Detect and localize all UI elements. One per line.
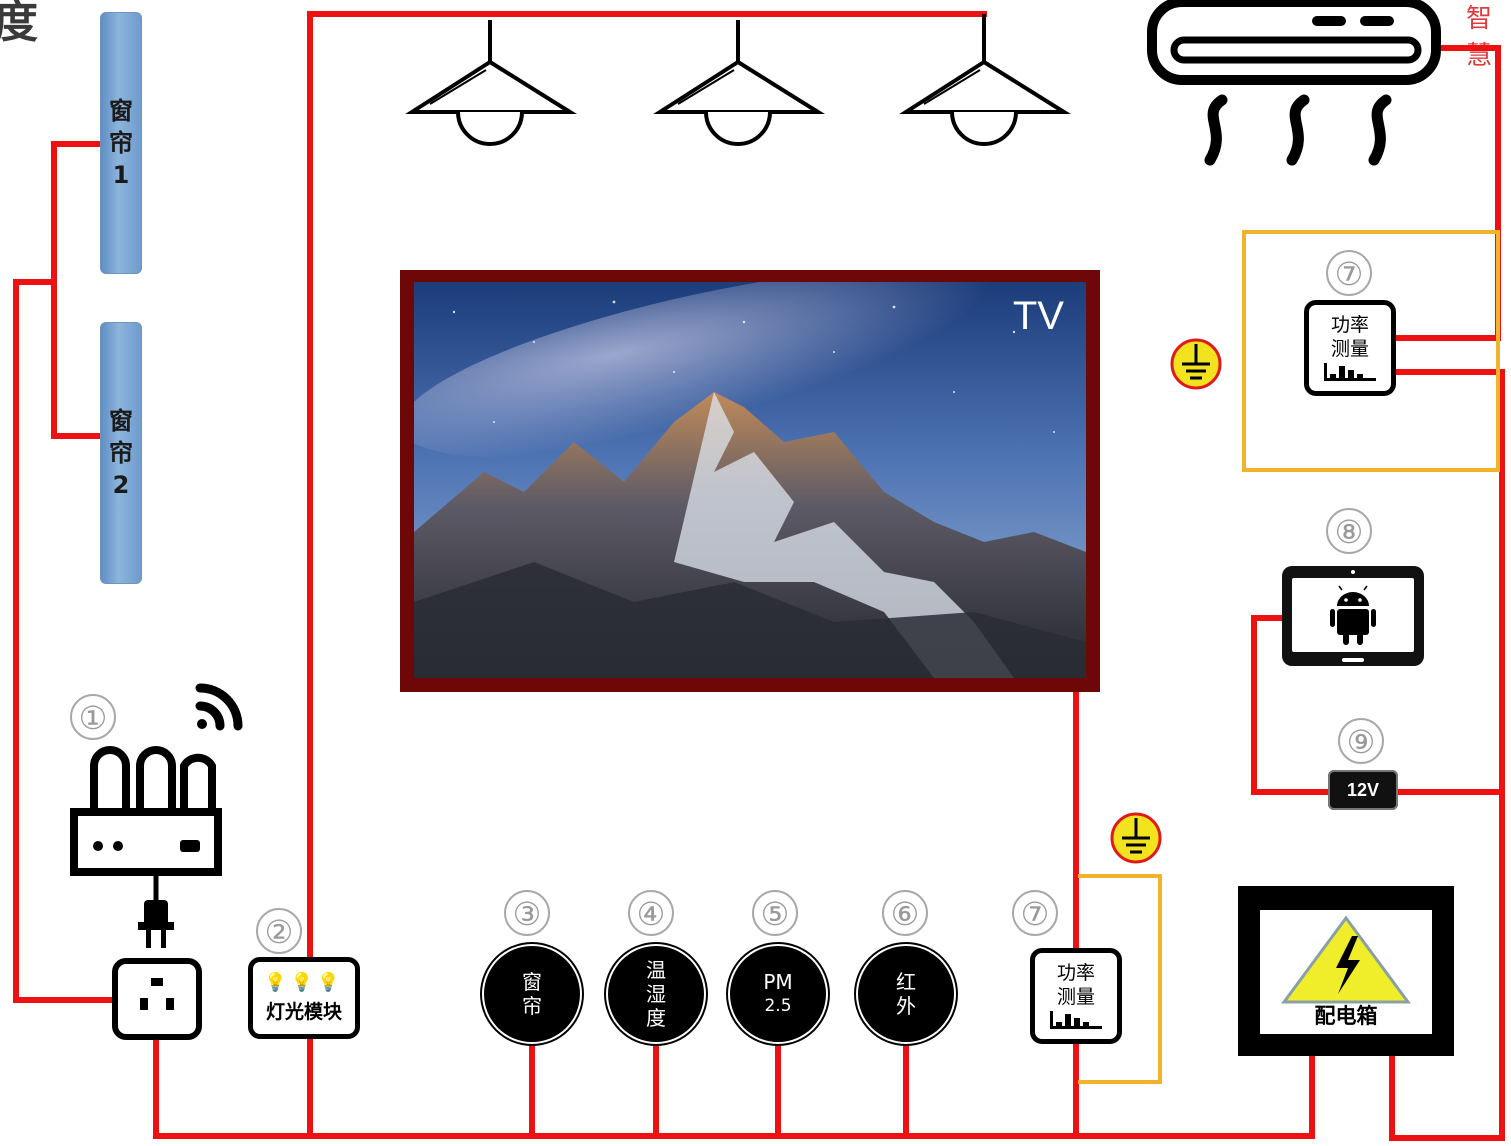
wifi-icon bbox=[195, 683, 243, 731]
light-module-label: 灯光模块 bbox=[265, 1001, 342, 1023]
bar-chart-icon bbox=[1050, 1011, 1102, 1029]
android-icon bbox=[1330, 570, 1376, 662]
sensor-curtain: 窗 帘 bbox=[484, 946, 580, 1042]
power-meter-label: 功率 bbox=[1056, 962, 1095, 984]
number-marker-7-bottom: ⑦ bbox=[1012, 890, 1058, 936]
power-meter-label: 测量 bbox=[1330, 338, 1369, 360]
sensor-pm25: PM 2.5 bbox=[730, 946, 826, 1042]
sensor-label: 温 bbox=[646, 958, 666, 982]
curtain-panel-1: 窗 帘 1 bbox=[100, 12, 142, 274]
number-marker-8: ⑧ bbox=[1326, 508, 1372, 554]
wire-bottom-bus bbox=[153, 1037, 1315, 1139]
tv-label: TV bbox=[1012, 294, 1064, 338]
sensor-infrared: 红 外 bbox=[858, 946, 954, 1042]
sensor-label: 红 bbox=[896, 970, 916, 994]
curtain-label-char: 帘 bbox=[109, 129, 133, 157]
ceiling-lamp-icon bbox=[653, 20, 825, 146]
number-marker-2: ② bbox=[256, 908, 302, 954]
router-icon bbox=[70, 746, 222, 876]
number-marker-1: ① bbox=[70, 694, 116, 740]
sensor-label: 度 bbox=[646, 1006, 666, 1030]
curtain-panel-2: 窗 帘 2 bbox=[100, 322, 142, 584]
sensor-temperature-humidity: 温 湿 度 bbox=[608, 946, 704, 1042]
lightning-warning-icon bbox=[1281, 915, 1411, 1004]
ground-icon bbox=[1170, 338, 1222, 390]
wire-tablet bbox=[1251, 615, 1331, 795]
number-marker-7-top: ⑦ bbox=[1326, 250, 1372, 296]
sensor-label: 2.5 bbox=[764, 996, 792, 1016]
tv-screen-image bbox=[414, 282, 1086, 678]
sensor-label: PM bbox=[763, 970, 793, 994]
number-marker-6: ⑥ bbox=[882, 890, 928, 936]
curtain-label-char: 帘 bbox=[109, 439, 133, 467]
power-meter-top: 功率 测量 bbox=[1304, 300, 1396, 396]
bulb-icons: 💡💡💡 bbox=[264, 972, 344, 993]
ceiling-lamp-icon bbox=[405, 20, 577, 146]
ground-wire-box bbox=[1242, 230, 1500, 472]
power-supply-12v: 12V bbox=[1328, 770, 1398, 810]
air-conditioner-icon bbox=[1147, 0, 1441, 166]
light-module: 💡💡💡 灯光模块 bbox=[248, 957, 360, 1039]
curtain-label-char: 1 bbox=[112, 161, 130, 189]
distribution-box: 配电箱 bbox=[1238, 886, 1454, 1056]
number-marker-9: ⑨ bbox=[1338, 718, 1384, 764]
ceiling-lamp-icon bbox=[899, 14, 1071, 146]
wire-ac bbox=[1393, 45, 1501, 341]
wire-curtain-2 bbox=[51, 279, 111, 439]
power-meter-bottom: 功率 测量 bbox=[1030, 948, 1122, 1044]
curtain-label-char: 窗 bbox=[109, 407, 133, 435]
number-marker-4: ④ bbox=[628, 890, 674, 936]
ground-icon bbox=[1110, 812, 1162, 864]
sensor-label: 湿 bbox=[646, 982, 666, 1006]
number-marker-3: ③ bbox=[504, 890, 550, 936]
android-tablet bbox=[1282, 566, 1424, 666]
distribution-box-label: 配电箱 bbox=[1314, 1004, 1378, 1028]
power-meter-label: 功率 bbox=[1330, 314, 1369, 336]
bar-chart-icon bbox=[1324, 363, 1376, 381]
outlet-icon bbox=[112, 958, 202, 1040]
number-marker-5: ⑤ bbox=[752, 890, 798, 936]
plug-icon bbox=[138, 872, 174, 948]
sensor-label: 外 bbox=[896, 994, 916, 1018]
curtain-label-char: 窗 bbox=[109, 97, 133, 125]
sensor-label: 窗 bbox=[522, 970, 542, 994]
logo-text: 度 bbox=[0, 0, 38, 48]
power-meter-label: 测量 bbox=[1056, 986, 1095, 1008]
sensor-label: 帘 bbox=[522, 994, 542, 1018]
wire-right-trunk bbox=[1389, 369, 1505, 1141]
tv: TV bbox=[400, 270, 1100, 692]
wire-top-bus bbox=[307, 11, 987, 1003]
ground-wire-meter bbox=[1078, 874, 1162, 1084]
curtain-label-char: 2 bbox=[112, 471, 130, 499]
